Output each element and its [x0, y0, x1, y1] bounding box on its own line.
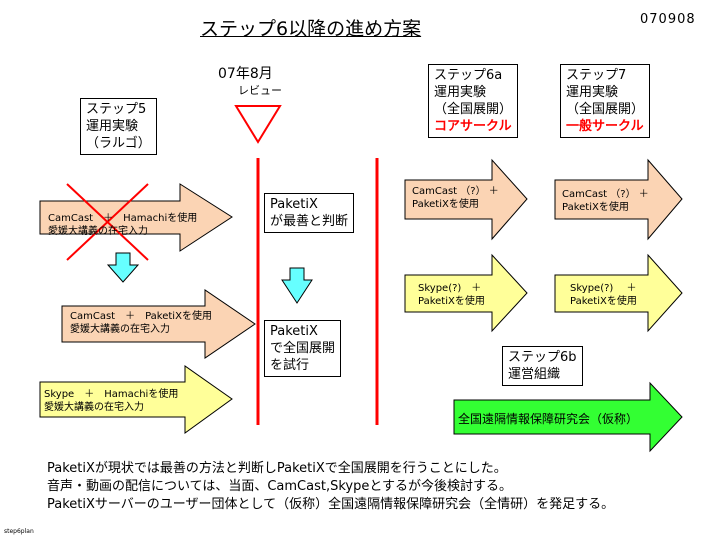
arrow-skype-hamachi-line2: 愛媛大講義の在宅入力: [44, 402, 144, 413]
step5-box: ステップ5 運用実験 （ラルゴ）: [80, 98, 157, 155]
arrow-organization: [453, 381, 683, 453]
step7-title: ステップ7: [566, 68, 627, 83]
step7-subtitle: 運用実験: [566, 85, 619, 100]
review-triangle: [234, 105, 282, 144]
conclusion-text: PaketiXが現状では最善の方法と判断しPaketiXで全国展開を行うことにし…: [47, 460, 614, 514]
arrow-hamachi-camcast-line2: 愛媛大講義の在宅入力: [48, 226, 148, 237]
decision2-line1: PaketiX: [270, 324, 318, 339]
arrow-step6a-skype-line2: PaketiXを使用: [418, 296, 485, 307]
arrow-skype-hamachi-text: Skype ＋ Hamachiを使用 愛媛大講義の在宅入力: [44, 388, 178, 414]
arrow-hamachi-camcast: [39, 183, 233, 252]
step7-box: ステップ7 運用実験 （全国展開） 一般サークル: [560, 64, 651, 138]
arrow-step6a-camcast-text: CamCast （?） ＋ PaketiXを使用: [412, 185, 499, 211]
decision1-line2: が最善と判断: [270, 214, 349, 229]
footer-label: step6plan: [4, 528, 34, 535]
conclusion-line-3: PaketiXサーバーのユーザー団体として（仮称）全国遠隔情報保障研究会（全情研…: [47, 497, 615, 512]
step6b-subtitle: 運営組織: [508, 367, 561, 382]
step6a-box: ステップ6a 運用実験 （全国展開） コアサークル: [428, 64, 519, 138]
conclusion-line-1: PaketiXが現状では最善の方法と判断しPaketiXで全国展開を行うことにし…: [47, 461, 507, 476]
decision1-line1: PaketiX: [270, 197, 318, 212]
conclusion-line-2: 音声・動画の配信については、当面、CamCast,Skypeとするが今後検討する…: [47, 479, 512, 494]
arrow-paketix-camcast-line1: CamCast ＋ PaketiXを使用: [70, 311, 212, 322]
arrow-hamachi-camcast-text: CamCast ＋ Hamachiを使用 愛媛大講義の在宅入力: [48, 212, 197, 238]
step6a-target: コアサークル: [434, 119, 512, 134]
arrow-step6a-camcast-line2: PaketiXを使用: [412, 199, 479, 210]
organization-arrow-text: 全国遠隔情報保障研究会（仮称）: [458, 412, 639, 426]
step6a-subtitle: 運用実験: [434, 85, 487, 100]
arrow-step7-camcast-line2: PaketiXを使用: [562, 202, 629, 213]
step5-subtitle: 運用実験: [86, 119, 139, 134]
arrow-paketix-camcast-text: CamCast ＋ PaketiXを使用 愛媛大講義の在宅入力: [70, 310, 212, 336]
decision-box-1: PaketiX が最善と判断: [264, 193, 355, 233]
step7-note: （全国展開）: [566, 102, 645, 117]
arrow-step7-skype-line1: Skype(?) ＋: [570, 283, 637, 294]
step6b-box: ステップ6b 運営組織: [502, 346, 583, 386]
arrow-step7-skype-line2: PaketiXを使用: [570, 296, 637, 307]
arrow-step6a-skype: [404, 253, 528, 333]
down-arrow-2: [281, 267, 313, 304]
arrow-paketix-camcast-line2: 愛媛大講義の在宅入力: [70, 324, 170, 335]
arrow-step7-camcast-text: CamCast （?） ＋ PaketiXを使用: [562, 188, 649, 214]
date-label: 070908: [640, 12, 696, 27]
arrow-step6a-camcast-line1: CamCast （?） ＋: [412, 186, 499, 197]
arrow-step7-skype-text: Skype(?) ＋ PaketiXを使用: [570, 282, 637, 308]
review-label: レビュー: [238, 84, 282, 97]
step6a-title: ステップ6a: [434, 68, 503, 83]
page-title: ステップ6以降の進め方案: [200, 18, 422, 40]
review-date-label: 07年8月: [218, 66, 273, 82]
step7-target: 一般サークル: [566, 119, 644, 134]
step5-title: ステップ5: [86, 102, 147, 117]
down-arrow-1: [106, 252, 140, 283]
arrow-step7-camcast: [554, 158, 683, 241]
arrow-step6a-skype-line1: Skype(?) ＋: [418, 283, 482, 294]
arrow-step7-skype: [554, 253, 683, 333]
arrow-skype-hamachi-line1: Skype ＋ Hamachiを使用: [44, 389, 179, 400]
decision-box-2: PaketiX で全国展開 を試行: [264, 320, 342, 377]
arrow-hamachi-camcast-line1: CamCast ＋ Hamachiを使用: [48, 213, 198, 224]
arrow-skype-hamachi: [39, 365, 233, 434]
arrow-step7-camcast-line1: CamCast （?） ＋: [562, 189, 649, 200]
step5-note: （ラルゴ）: [86, 136, 151, 151]
step6a-note: （全国展開）: [434, 102, 513, 117]
step6b-title: ステップ6b: [508, 350, 577, 365]
arrow-step6a-camcast: [404, 158, 528, 241]
arrow-paketix-camcast: [61, 289, 256, 359]
arrow-step6a-skype-text: Skype(?) ＋ PaketiXを使用: [418, 282, 485, 308]
cross-line-2: [66, 183, 149, 261]
decision2-line2: で全国展開: [270, 341, 336, 356]
decision2-line3: を試行: [270, 358, 310, 373]
